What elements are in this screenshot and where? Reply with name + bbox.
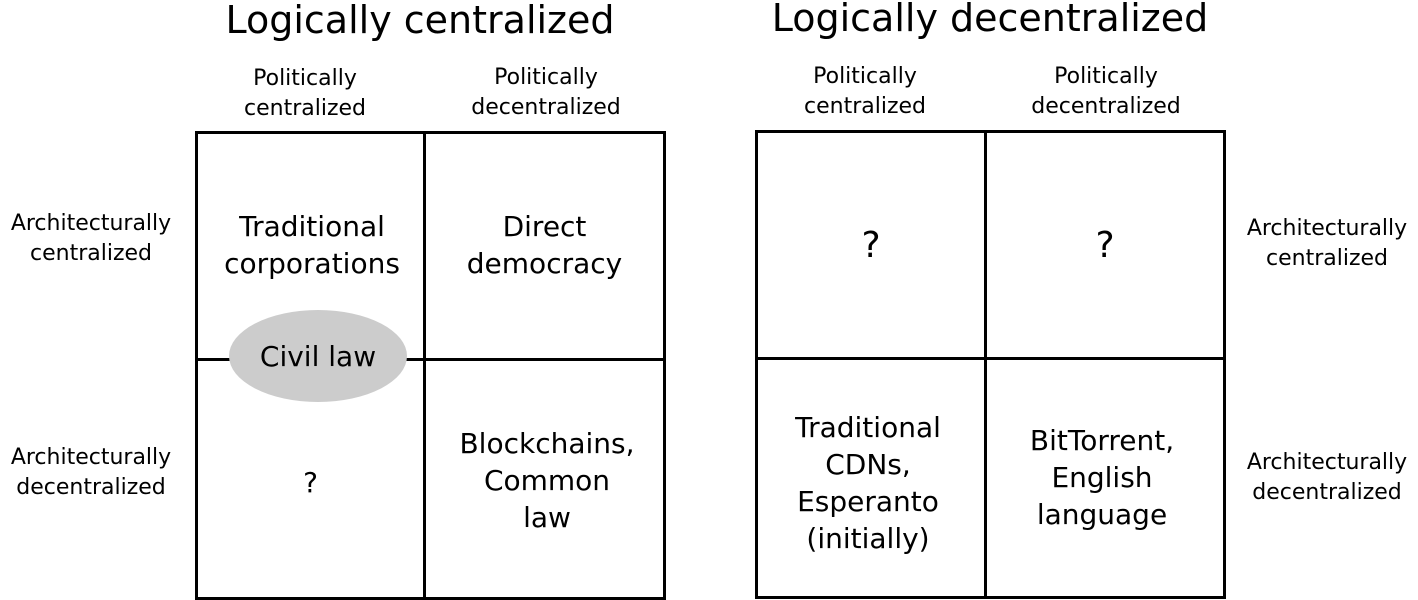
- left-cell-top-left: Traditional corporations: [224, 210, 400, 280]
- right-row-header-architecturally-decentralized: Architecturally decentralized: [1246, 450, 1408, 505]
- left-col-header-politically-decentralized: Politically decentralized: [471, 65, 621, 120]
- right-panel-title: Logically decentralized: [771, 0, 1209, 40]
- right-quadrant-grid: [755, 130, 1226, 599]
- left-cell-top-right: Direct democracy: [466, 210, 623, 280]
- left-col-header-politically-centralized: Politically centralized: [244, 66, 366, 121]
- left-panel-title: Logically centralized: [225, 0, 615, 42]
- right-grid-vertical-divider: [984, 130, 987, 599]
- left-row-header-architecturally-centralized: Architecturally centralized: [10, 211, 172, 266]
- right-cell-top-right: ?: [1095, 224, 1115, 266]
- left-row-header-architecturally-decentralized: Architecturally decentralized: [10, 445, 172, 500]
- right-cell-bottom-right: BitTorrent, English language: [1029, 424, 1175, 531]
- right-row-header-architecturally-centralized: Architecturally centralized: [1246, 216, 1408, 271]
- left-grid-horizontal-divider: [195, 358, 666, 361]
- right-col-header-politically-centralized: Politically centralized: [804, 64, 926, 119]
- left-grid-vertical-divider: [423, 131, 426, 600]
- right-cell-bottom-left: Traditional CDNs, Esperanto (initially): [795, 411, 941, 555]
- left-quadrant-grid: [195, 131, 666, 600]
- civil-law-overlay: Civil law: [229, 310, 407, 402]
- left-cell-bottom-right: Blockchains, Common law: [459, 426, 635, 534]
- right-col-header-politically-decentralized: Politically decentralized: [1031, 64, 1181, 119]
- left-cell-bottom-left: ?: [303, 466, 318, 499]
- right-grid-horizontal-divider: [755, 357, 1226, 360]
- right-cell-top-left: ?: [861, 224, 881, 266]
